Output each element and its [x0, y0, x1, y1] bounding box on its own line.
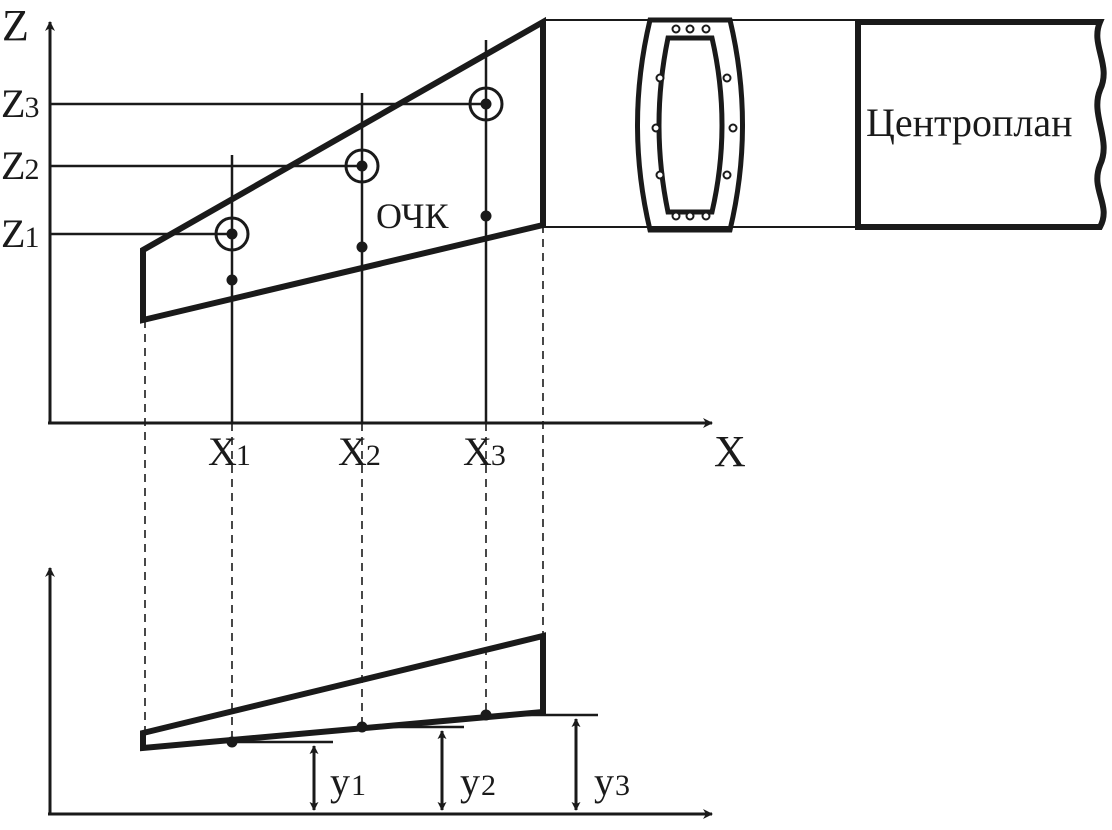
z2-label: Z2: [1, 143, 39, 188]
x2-label: X2: [338, 429, 381, 474]
elastic-point-2: [356, 241, 368, 253]
ochk-label: ОЧК: [376, 196, 449, 236]
x1-label: X1: [208, 429, 251, 474]
cg-marker-1: [214, 216, 250, 252]
z3-label: Z3: [1, 81, 39, 126]
cg-marker-3: [468, 86, 504, 122]
cg-marker-2: [344, 148, 380, 184]
z1-label: Z1: [1, 211, 39, 256]
projection-lines: [144, 225, 544, 742]
z-axis-label: Z: [2, 1, 29, 50]
x3-label: X3: [463, 429, 506, 474]
centroplan-box: [855, 19, 1107, 230]
side-point-3: [480, 709, 492, 721]
root-joint-outer: [635, 17, 745, 233]
side-point-2: [356, 721, 368, 733]
centroplan-label: Центроплан: [866, 100, 1073, 145]
y3-label: y3: [594, 759, 630, 804]
x-axis-label: X: [714, 427, 746, 476]
wing-side-profile: [140, 632, 546, 752]
y2-label: y2: [460, 759, 496, 804]
root-joint-inner: [656, 35, 725, 215]
wing-plan-outline: [140, 16, 546, 324]
elastic-point-1: [226, 274, 238, 286]
root-joint-bolts: [651, 24, 738, 221]
side-point-1: [226, 736, 238, 748]
elastic-point-3: [480, 210, 492, 222]
y1-label: y1: [330, 759, 366, 804]
